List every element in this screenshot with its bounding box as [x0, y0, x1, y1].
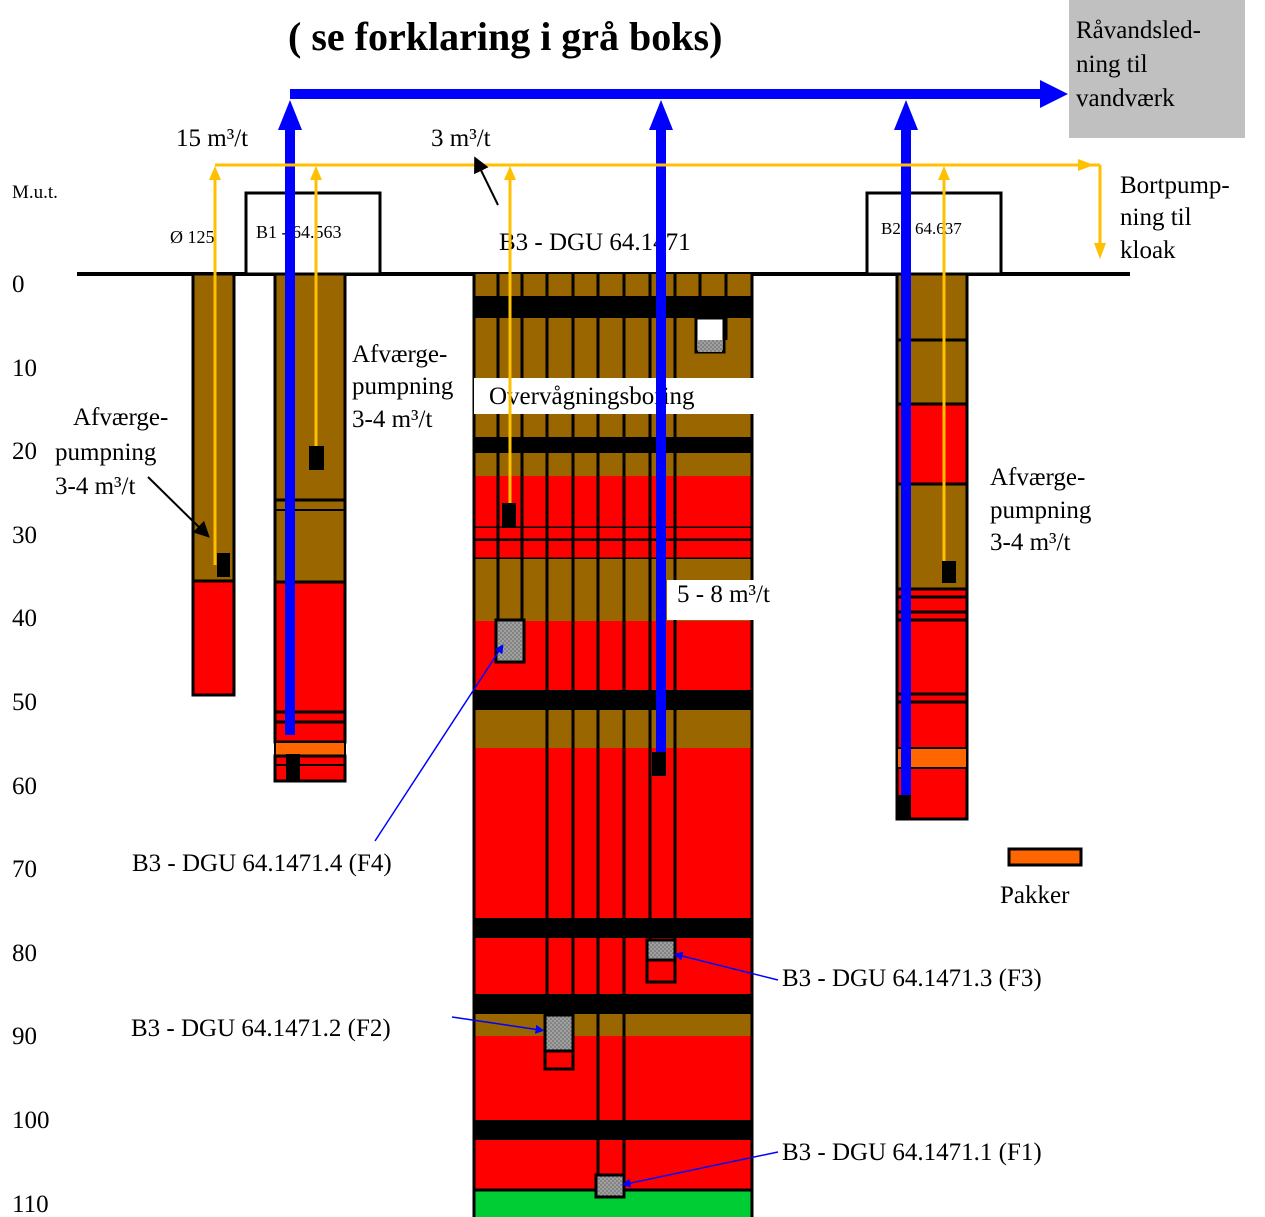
- afvaerge-b2-2: pumpning: [990, 497, 1092, 524]
- filter-f2-leader: [451, 1016, 545, 1034]
- filter-f1-leader: [621, 1151, 779, 1188]
- depth-tick: 60: [12, 773, 37, 800]
- depth-tick: 70: [12, 856, 37, 883]
- discharge-line1: Bortpump-: [1120, 172, 1230, 199]
- afvaerge-b1-2: pumpning: [352, 373, 454, 400]
- depth-axis-ticks: 0 10 20 30 40 50 60 70 80 90 100 110: [12, 271, 50, 1217]
- flow-b3: 5 - 8 m³/t: [677, 581, 770, 608]
- flow-3-pointer: [474, 156, 499, 206]
- filter-f2-label: B3 - DGU 64.1471.2 (F2): [131, 1015, 391, 1042]
- depth-tick: 110: [12, 1191, 49, 1217]
- afvaerge-left-1: Afværge-: [73, 404, 168, 431]
- discharge-line2: ning til: [1120, 204, 1192, 231]
- filter-f4-leader: [374, 644, 504, 842]
- pumps: [217, 446, 956, 819]
- afvaerge-b1-bg: [348, 330, 448, 430]
- blue-arrowheads: [278, 80, 1068, 130]
- afvaerge-b2-3: 3-4 m³/t: [990, 529, 1070, 556]
- depth-tick: 80: [12, 940, 37, 967]
- small-well-diameter: Ø 125: [170, 227, 215, 247]
- discharge-line3: kloak: [1120, 237, 1176, 264]
- legend-packer-label: Pakker: [1000, 882, 1070, 909]
- well-b3: [472, 274, 767, 1217]
- depth-tick: 100: [12, 1107, 50, 1134]
- filter-f1-label: B3 - DGU 64.1471.1 (F1): [782, 1139, 1042, 1166]
- b1-label: B1 - 64.563: [256, 222, 342, 242]
- raw-water-line1: Råvandsled-: [1076, 17, 1201, 44]
- raw-water-line2: ning til: [1076, 51, 1148, 78]
- afvaerge-left-2: pumpning: [55, 439, 157, 466]
- depth-tick: 40: [12, 605, 37, 632]
- discharge-pipes: [213, 163, 1102, 575]
- afvaerge-b2-1: Afværge-: [990, 464, 1085, 491]
- filter-f4-label: B3 - DGU 64.1471.4 (F4): [132, 850, 392, 877]
- depth-tick: 30: [12, 522, 37, 549]
- depth-tick: 20: [12, 438, 37, 465]
- filter-f3-leader: [673, 951, 779, 981]
- depth-tick: 10: [12, 355, 37, 382]
- depth-axis-label: M.u.t.: [12, 182, 58, 203]
- legend-packer-swatch: [1007, 847, 1083, 867]
- flow-15: 15 m³/t: [176, 125, 248, 152]
- yellow-arrowheads: [209, 159, 1106, 259]
- depth-tick: 50: [12, 689, 37, 716]
- raw-water-pipes: [285, 89, 1050, 795]
- b1-wellhead: [244, 191, 382, 276]
- flow-3: 3 m³/t: [431, 125, 491, 152]
- depth-tick: 0: [12, 271, 25, 298]
- afvaerge-b1-1: Afværge-: [352, 341, 447, 368]
- afvaerge-left-3: 3-4 m³/t: [55, 473, 135, 500]
- b3-filters: [494, 316, 726, 1199]
- b2-label: B2 - 64.637: [881, 219, 962, 238]
- filter-f3-label: B3 - DGU 64.1471.3 (F3): [782, 965, 1042, 992]
- overvaagning-label-bg: [474, 378, 764, 414]
- title-line2: ( se forklaring i grå boks): [288, 14, 722, 59]
- afvaerge-b1-3: 3-4 m³/t: [352, 406, 432, 433]
- raw-water-line3: vandværk: [1076, 85, 1175, 112]
- afvaerge-left-pointer: [147, 476, 210, 538]
- raw-water-box: [1069, 0, 1245, 138]
- depth-tick: 90: [12, 1023, 37, 1050]
